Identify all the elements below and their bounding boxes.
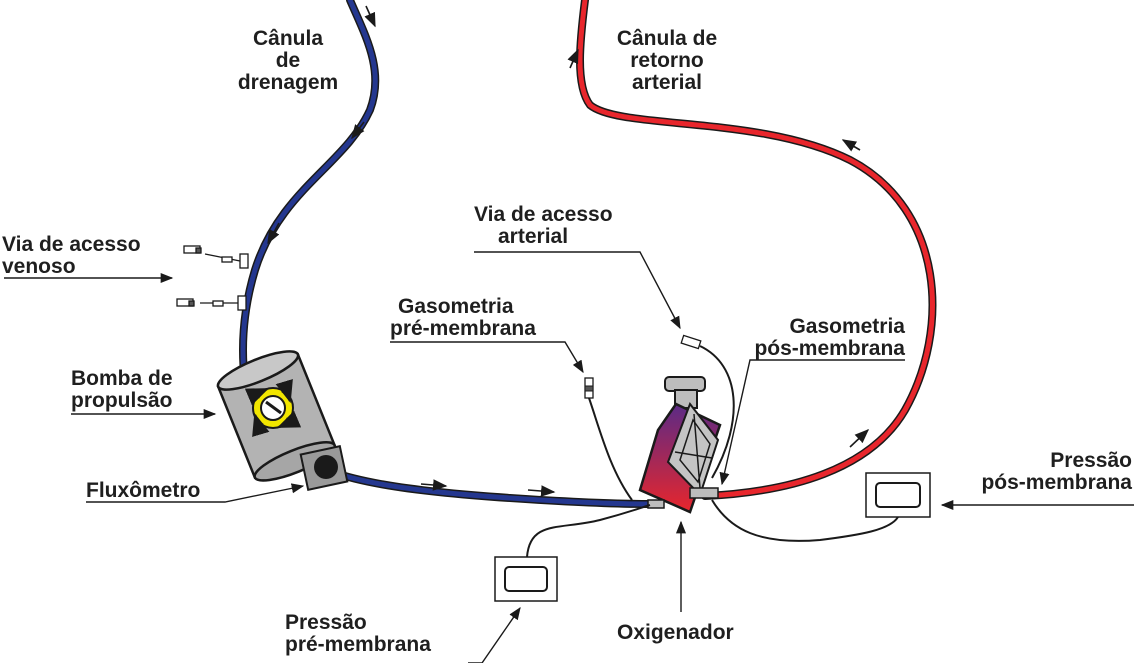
label-line: Via de acesso bbox=[474, 203, 613, 226]
label-line: arterial bbox=[631, 71, 703, 94]
label-line: Gasometria bbox=[789, 315, 905, 338]
label-line: Fluxômetro bbox=[86, 479, 201, 502]
arterial-access-label: Via de acesso arterial bbox=[474, 204, 613, 248]
venous-access-label: Via de acesso venoso bbox=[2, 234, 141, 278]
pre-membrane-gas-label: Gasometria pré-membrana bbox=[390, 296, 536, 340]
flowmeter-label: Fluxômetro bbox=[86, 480, 200, 502]
pre-membrane-gas-port bbox=[584, 377, 633, 501]
oxygenator bbox=[638, 376, 722, 514]
label-line: Cânula de bbox=[616, 27, 718, 50]
leader-lines bbox=[4, 251, 1134, 663]
drainage-cannula-label: Cânula de drenagem bbox=[226, 28, 350, 94]
label-line: drenagem bbox=[237, 71, 339, 94]
arterial-return-cannula-label: Cânula de retorno arterial bbox=[600, 28, 734, 94]
label-line: venoso bbox=[2, 255, 76, 278]
arterial-line bbox=[576, 0, 937, 500]
label-line: Pressão bbox=[285, 611, 367, 634]
post-membrane-pressure-label: Pressão pós-membrana bbox=[960, 450, 1132, 494]
label-line: pré-membrana bbox=[285, 633, 431, 656]
post-membrane-gas-label: Gasometria pós-membrana bbox=[745, 316, 905, 360]
arterial-access-port bbox=[680, 334, 735, 479]
label-line: pré-membrana bbox=[390, 317, 536, 340]
monitor-cables bbox=[526, 499, 899, 558]
access-port-icon bbox=[176, 245, 249, 311]
label-line: Via de acesso bbox=[2, 233, 141, 256]
label-line: pós-membrana bbox=[754, 337, 905, 360]
pump-label: Bomba de propulsão bbox=[71, 368, 173, 412]
label-line: Oxigenador bbox=[617, 621, 734, 644]
label-line: Gasometria bbox=[398, 295, 514, 318]
label-line: arterial bbox=[498, 225, 569, 248]
pre-membrane-pressure-label: Pressão pré-membrana bbox=[285, 612, 431, 656]
label-line: retorno bbox=[630, 49, 704, 72]
pressure-monitor-icon bbox=[494, 472, 931, 602]
label-line: propulsão bbox=[71, 389, 173, 412]
pump-rotor-icon bbox=[244, 379, 302, 437]
flow-arrow-icon bbox=[267, 5, 870, 497]
label-line: Cânula bbox=[252, 27, 323, 50]
label-line: Pressão bbox=[1050, 449, 1132, 472]
label-line: de bbox=[275, 49, 301, 72]
label-line: pós-membrana bbox=[981, 471, 1132, 494]
oxygenator-label: Oxigenador bbox=[617, 622, 734, 644]
flowmeter bbox=[299, 445, 349, 491]
label-line: Bomba de bbox=[71, 367, 173, 390]
